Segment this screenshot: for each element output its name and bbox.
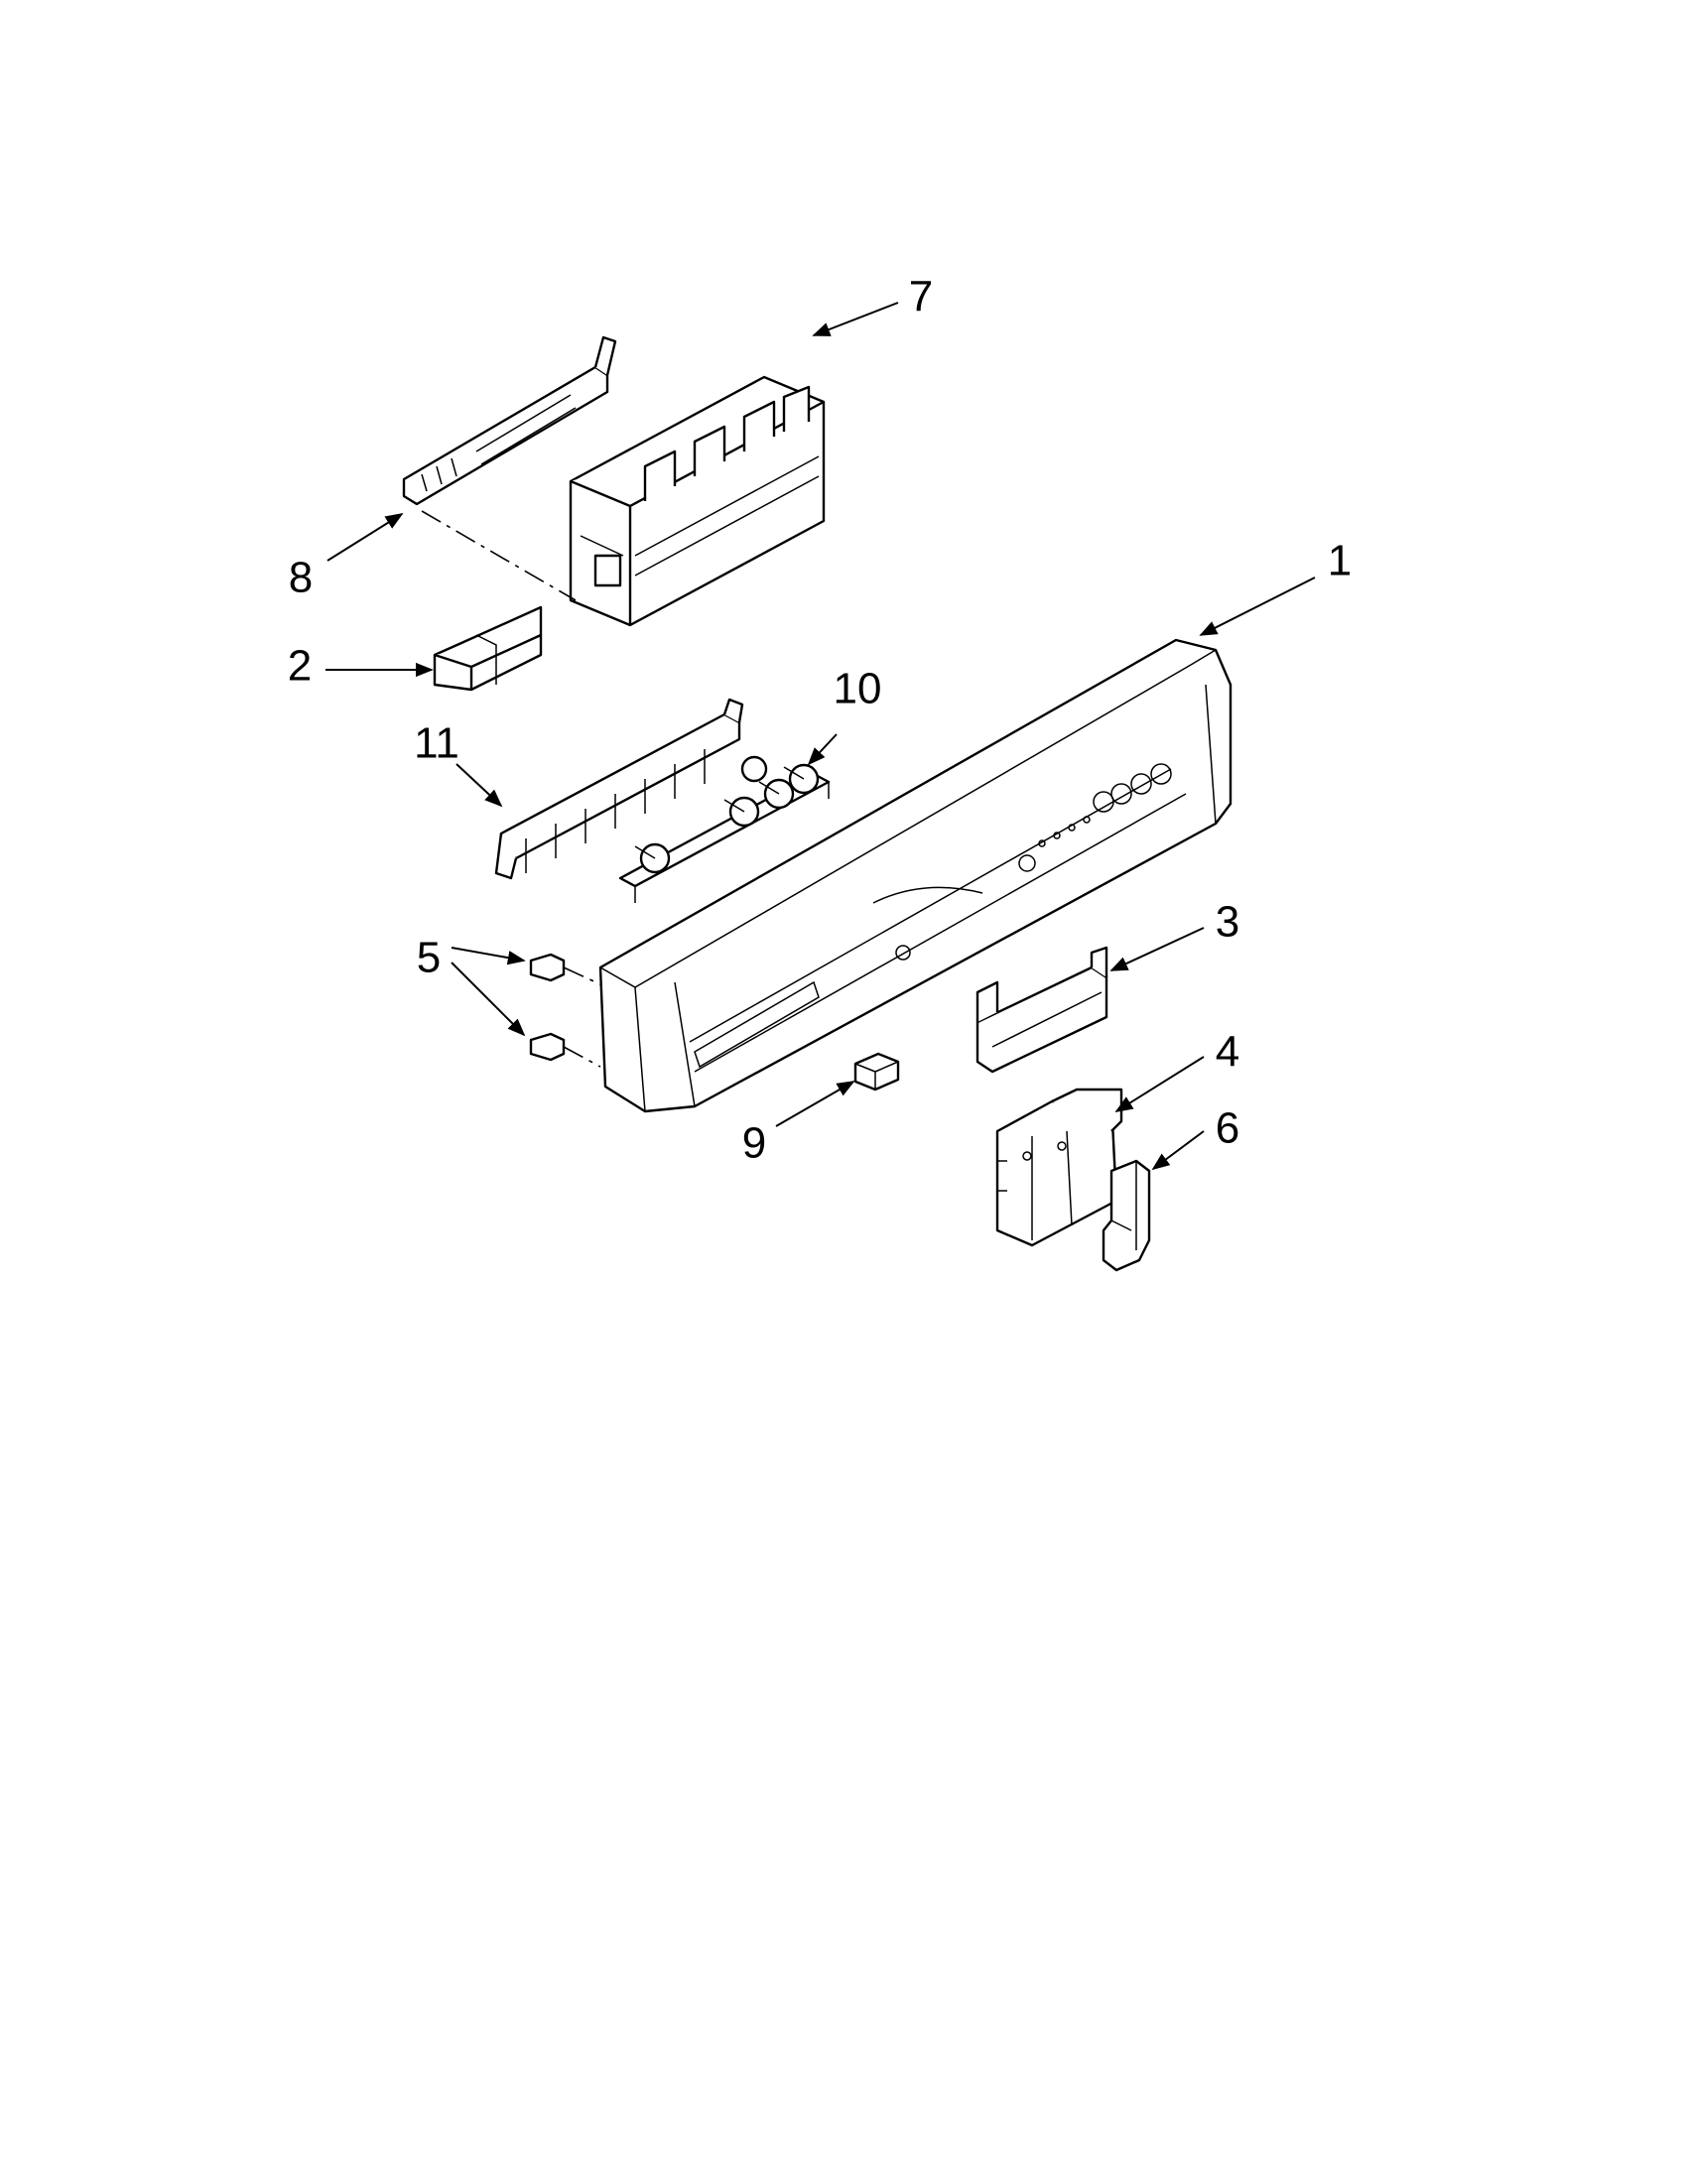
dash-line-screw-upper <box>563 966 601 985</box>
dash-line-8-7 <box>421 510 577 601</box>
part-8-bracket <box>402 335 617 506</box>
leader-5-upper <box>451 947 526 965</box>
dash-line-screw-lower <box>563 1046 601 1068</box>
callout-6: 6 <box>1216 1104 1239 1153</box>
part-5-screws <box>529 953 566 1062</box>
callout-2: 2 <box>288 642 312 691</box>
part-4-latch <box>995 1088 1123 1247</box>
callout-8: 8 <box>289 554 313 602</box>
part-1-console <box>598 638 1233 1113</box>
part-9-switch <box>853 1052 900 1092</box>
callout-7: 7 <box>909 273 933 321</box>
callout-3: 3 <box>1216 898 1239 947</box>
leader-6 <box>1151 1130 1205 1171</box>
part-11-switch-carrier <box>494 698 744 880</box>
callout-9: 9 <box>742 1119 766 1168</box>
part-6-actuator <box>1102 1159 1151 1272</box>
callout-4: 4 <box>1216 1028 1239 1077</box>
part-7-control-board <box>569 375 826 627</box>
callout-1: 1 <box>1328 537 1352 585</box>
leader-4 <box>1114 1056 1205 1112</box>
leader-3 <box>1109 927 1205 971</box>
part-10-buttons <box>618 755 831 903</box>
callout-5: 5 <box>417 934 441 982</box>
callout-10: 10 <box>834 665 882 713</box>
leader-9 <box>775 1081 855 1127</box>
leader-1 <box>1199 577 1316 636</box>
callout-11: 11 <box>414 719 459 768</box>
part-3-strap <box>975 946 1108 1074</box>
part-2-clip <box>433 605 543 692</box>
leader-5-lower <box>451 962 526 1037</box>
leader-11 <box>455 763 503 808</box>
leader-8 <box>326 513 404 562</box>
leader-7 <box>812 302 899 336</box>
leader-10 <box>807 733 838 766</box>
